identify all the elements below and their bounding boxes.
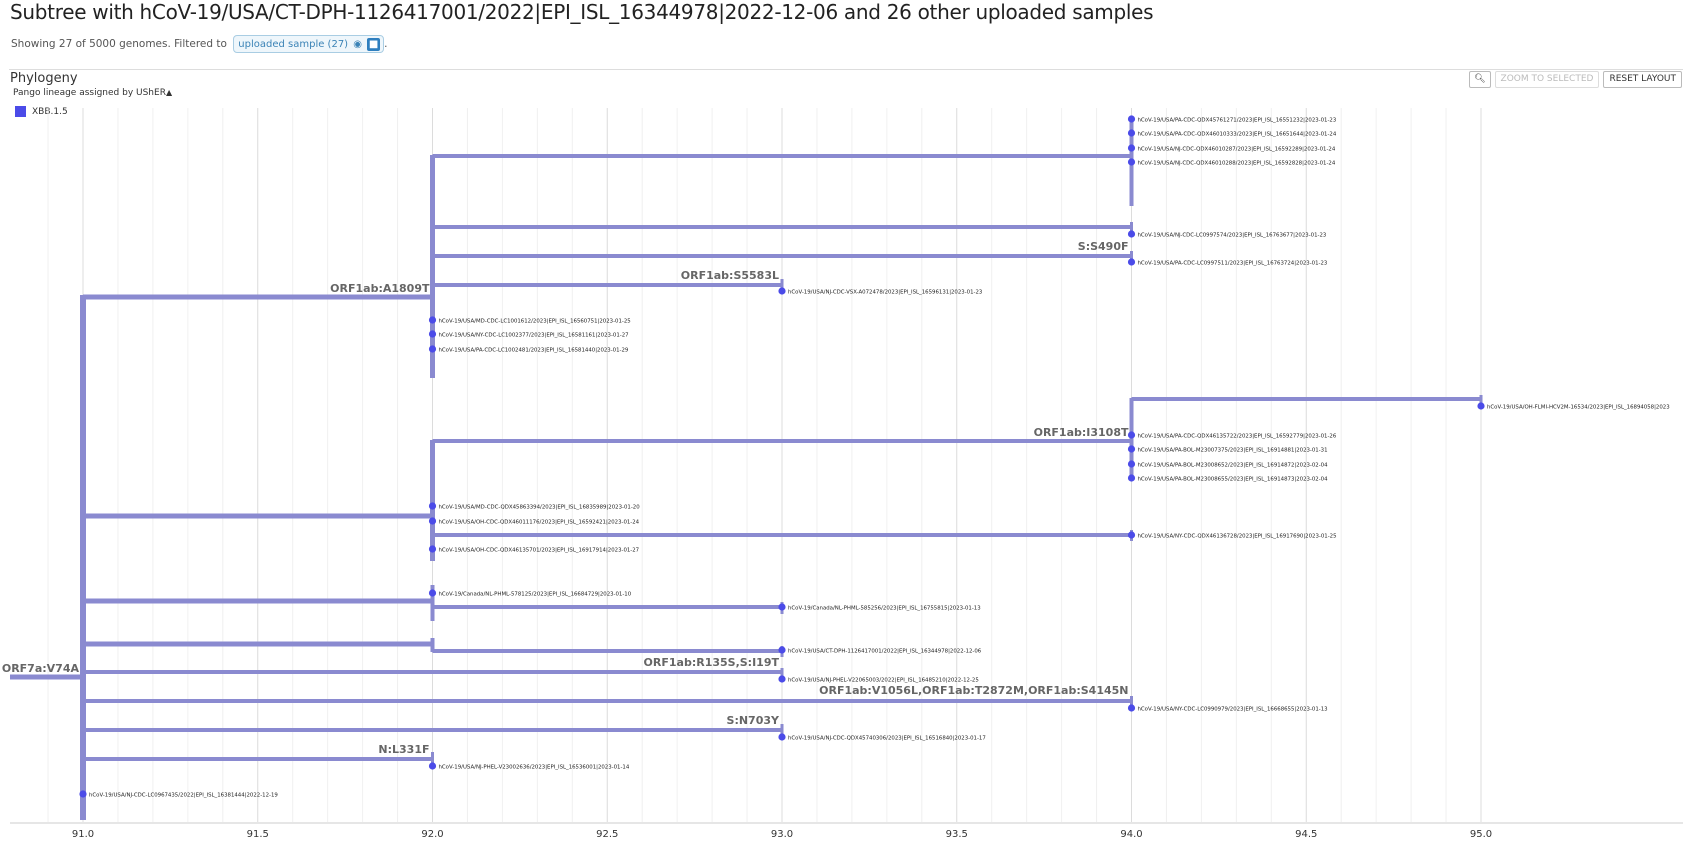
tip-label: hCoV-19/USA/CT-DPH-1126417001/2022|EPI_I… [788,649,982,655]
tip-label: hCoV-19/USA/MD-CDC-LC1001612/2023|EPI_IS… [439,319,631,325]
tree-toolbar: 🔍︎ ZOOM TO SELECTED RESET LAYOUT [1469,71,1682,88]
panel-divider [9,69,1683,70]
tip-node [1127,704,1136,712]
tip-label: hCoV-19/USA/PA-CDC-QDX46010333/2023|EPI_… [1138,132,1337,138]
mutation-label: S:N703Y [727,714,780,727]
tip-node [428,502,437,510]
tip-label: hCoV-19/USA/PA-CDC-LC1002481/2023|EPI_IS… [439,348,629,354]
filter-chip-label: uploaded sample (27) [238,38,349,50]
panel-title: Phylogeny [10,71,78,86]
tip-node [1127,115,1136,123]
tip-node [1127,531,1136,539]
tip-node [428,345,437,353]
reset-layout-button[interactable]: RESET LAYOUT [1603,71,1682,88]
x-tick-label: 95.0 [1470,829,1492,840]
genome-count-info: Showing 27 of 5000 genomes. Filtered to … [11,35,387,53]
mutation-label: ORF1ab:V1056L,ORF1ab:T2872M,ORF1ab:S4145… [819,684,1128,697]
tip-label: hCoV-19/USA/NJ-PHEL-V22065003/2022|EPI_I… [788,678,979,684]
legend-swatch [15,106,26,117]
tip-node [428,316,437,324]
tip-label: hCoV-19/Canada/NL-PHML-578125/2023|EPI_I… [439,592,632,598]
x-tick-label: 93.5 [946,829,968,840]
x-tick-label: 91.0 [72,829,94,840]
tip-label: hCoV-19/USA/PA-CDC-QDX45761271/2023|EPI_… [1138,118,1337,124]
tip-node [428,762,437,770]
tip-node [1477,402,1485,410]
tip-node [1127,230,1136,238]
mutation-label: ORF1ab:S5583L [681,269,779,282]
mutation-label: ORF1ab:I3108T [1034,426,1129,439]
zoom-to-selected-button[interactable]: ZOOM TO SELECTED [1494,71,1600,88]
tip-label: hCoV-19/USA/OH-CDC-QDX46011176/2023|EPI_… [439,520,640,526]
tip-label: hCoV-19/USA/PA-CDC-LC0997511/2023|EPI_IS… [1138,261,1328,267]
chevron-up-icon: ▲ [165,88,173,97]
tip-node [1127,474,1136,482]
tip-node [79,790,87,798]
x-tick-label: 94.0 [1120,829,1142,840]
tip-node [778,603,786,611]
period: . [384,38,388,50]
x-tick-label: 93.0 [771,829,793,840]
tip-label: hCoV-19/USA/PA-BOL-M23008652/2023|EPI_IS… [1138,463,1329,469]
legend-title: Pango lineage assigned by UShER [13,88,166,98]
tip-node [428,545,437,553]
tip-label: hCoV-19/USA/NJ-PHEL-V23002636/2023|EPI_I… [439,765,630,771]
tip-label: hCoV-19/USA/PA-BOL-M23007375/2023|EPI_IS… [1138,448,1328,454]
trash-icon[interactable]: ■ [367,37,381,51]
tip-node [778,646,786,654]
tip-node [1127,158,1136,166]
tip-label: hCoV-19/USA/NJ-CDC-QDX46010288/2023|EPI_… [1138,161,1336,167]
tip-label: hCoV-19/USA/PA-BOL-M23008655/2023|EPI_IS… [1138,477,1329,483]
tip-node [778,287,786,295]
tip-label: hCoV-19/USA/NY-CDC-QDX46136728/2023|EPI_… [1138,534,1337,540]
tip-label: hCoV-19/Canada/NL-PHML-585256/2023|EPI_I… [788,606,981,612]
page-title: Subtree with hCoV-19/USA/CT-DPH-11264170… [10,0,1154,24]
tip-label: hCoV-19/USA/MD-CDC-QDX45863394/2023|EPI_… [439,505,641,511]
legend-item-label: XBB.1.5 [32,106,68,117]
tip-node [1127,445,1136,453]
showing-text: Showing 27 of 5000 genomes. Filtered to [11,38,227,50]
tip-label: hCoV-19/USA/OH-FLMI-HCV2M-16534/2023|EPI… [1487,405,1670,411]
legend-item-xbb15[interactable]: XBB.1.5 [15,106,68,117]
tip-label: hCoV-19/USA/NJ-CDC-VSX-A072478/2023|EPI_… [788,290,982,296]
tip-node [428,517,437,525]
tip-label: hCoV-19/USA/NJ-CDC-LC0997574/2023|EPI_IS… [1138,233,1327,239]
eye-icon[interactable]: ◉ [353,38,362,50]
mutation-label: N:L331F [378,743,429,756]
tip-node [1127,431,1136,439]
tip-node [1127,129,1136,137]
x-tick-label: 94.5 [1295,829,1317,840]
tip-node [1127,460,1136,468]
search-icon[interactable]: 🔍︎ [1469,71,1491,88]
tip-node [428,589,437,597]
tip-label: hCoV-19/USA/NJ-CDC-QDX45740306/2023|EPI_… [788,736,986,742]
filter-chip[interactable]: uploaded sample (27) ◉ ■ [233,35,385,53]
tip-label: hCoV-19/USA/OH-CDC-QDX46135701/2023|EPI_… [439,548,640,554]
mutation-label: S:S490F [1078,240,1129,253]
x-tick-label: 91.5 [247,829,269,840]
tip-node [778,675,786,683]
tip-node [428,330,437,338]
tip-label: hCoV-19/USA/PA-CDC-QDX46135722/2023|EPI_… [1138,434,1337,440]
tip-label: hCoV-19/USA/NJ-CDC-QDX46010287/2023|EPI_… [1138,147,1336,153]
tip-node [1127,258,1136,266]
x-tick-label: 92.5 [596,829,618,840]
mutation-label: ORF7a:V74A [2,662,80,675]
mutation-label: ORF1ab:A1809T [330,282,430,295]
mutation-label: ORF1ab:R135S,S:I19T [644,656,780,669]
x-tick-label: 92.0 [421,829,443,840]
color-by-legend-toggle[interactable]: Pango lineage assigned by UShER▲ [13,88,172,98]
tip-label: hCoV-19/USA/NJ-CDC-LC0967435/2022|EPI_IS… [89,793,278,799]
tip-label: hCoV-19/USA/NY-CDC-LC0990979/2023|EPI_IS… [1138,707,1328,713]
tip-node [1127,144,1136,152]
tip-label: hCoV-19/USA/NY-CDC-LC1002377/2023|EPI_IS… [439,333,629,339]
tip-node [778,733,786,741]
